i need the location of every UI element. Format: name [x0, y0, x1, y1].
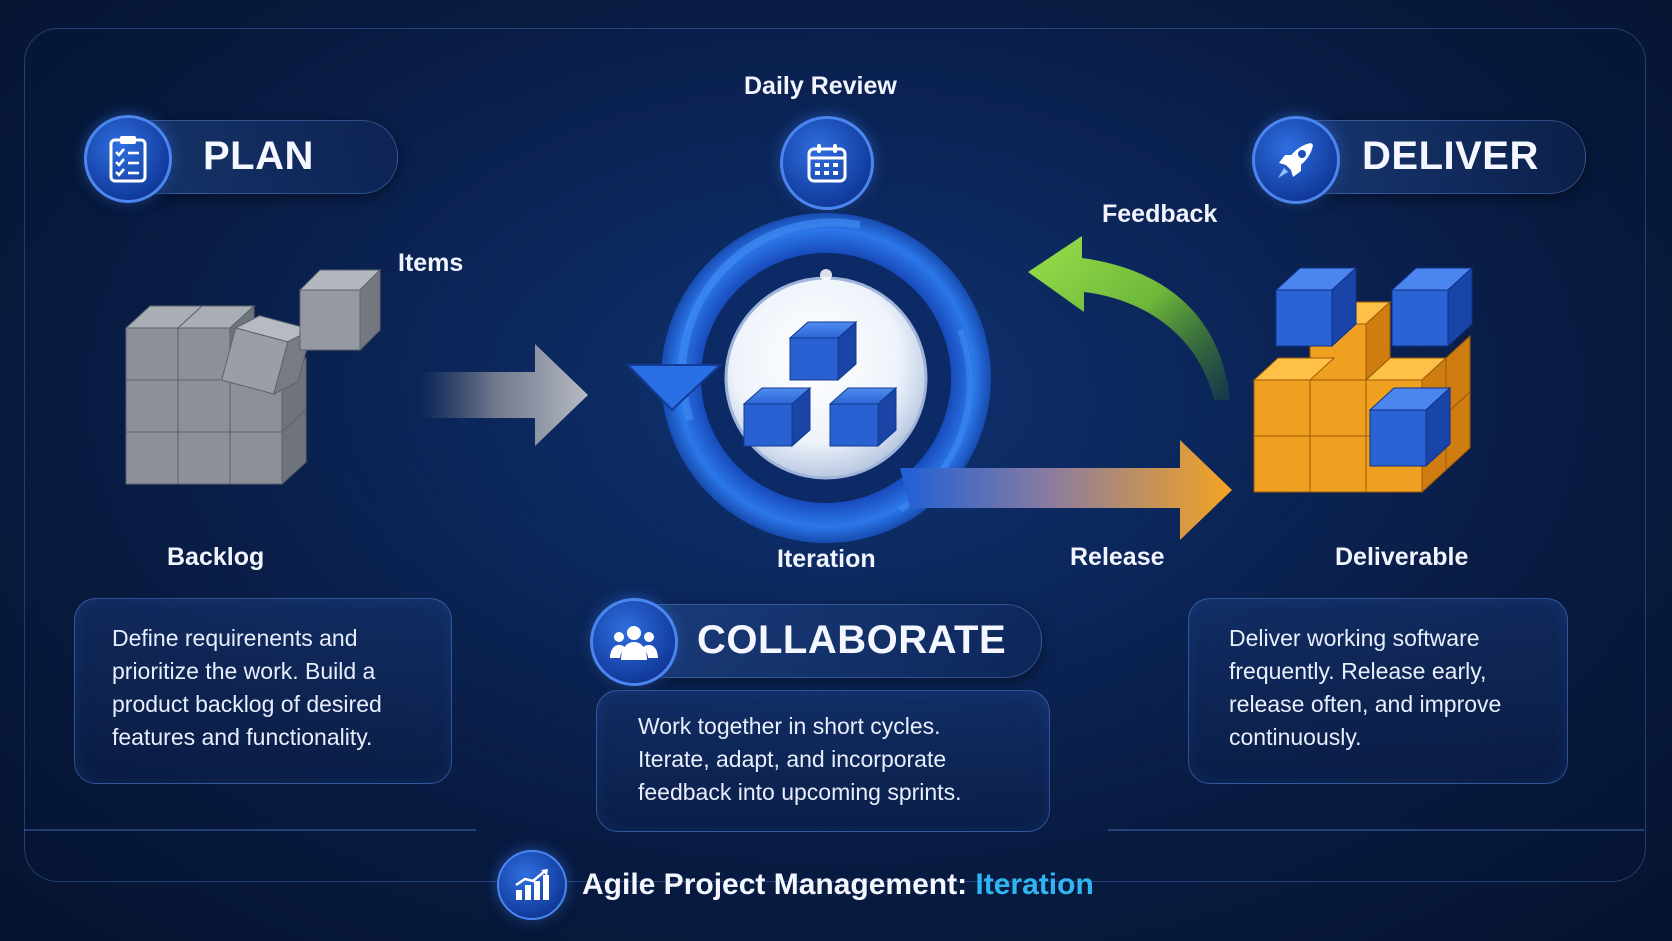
deliver-description: Deliver working software frequently. Rel…: [1229, 625, 1502, 750]
collaborate-title: COLLABORATE: [697, 618, 1007, 662]
backlog-label: Backlog: [167, 543, 265, 571]
backlog-cubes: [124, 268, 382, 486]
items-arrow: [420, 344, 588, 446]
footer-title-text: Agile Project Management:: [582, 868, 976, 901]
team-people-icon: [590, 598, 678, 686]
iteration-label: Iteration: [777, 545, 876, 573]
growth-chart-icon: [497, 850, 567, 920]
iteration-cycle: [625, 213, 991, 543]
footer-divider-left: [24, 829, 476, 831]
footer-title: Agile Project Management: Iteration: [582, 868, 1094, 902]
feedback-label: Feedback: [1102, 200, 1218, 228]
footer-title-accent: Iteration: [975, 868, 1094, 901]
deliver-title: DELIVER: [1362, 134, 1539, 178]
plan-title: PLAN: [203, 134, 314, 178]
collaborate-description-card: [596, 690, 1050, 832]
release-label: Release: [1070, 543, 1165, 571]
deliverable-label: Deliverable: [1335, 543, 1469, 571]
deliverable-cubes: [1252, 266, 1474, 494]
release-arrow: [900, 440, 1232, 540]
rocket-icon: [1252, 116, 1340, 204]
deliver-description-card: [1188, 598, 1568, 784]
feedback-arrow: [1028, 236, 1230, 400]
plan-description: Define requirenents and prioritize the w…: [112, 625, 382, 750]
clipboard-checklist-icon: [84, 115, 172, 203]
items-label: Items: [398, 249, 464, 277]
daily-review-label: Daily Review: [744, 72, 897, 100]
footer-divider-right: [1108, 829, 1644, 831]
calendar-icon: [780, 116, 874, 210]
plan-description-card: [74, 598, 452, 784]
collaborate-description: Work together in short cycles. Iterate, …: [638, 713, 962, 805]
